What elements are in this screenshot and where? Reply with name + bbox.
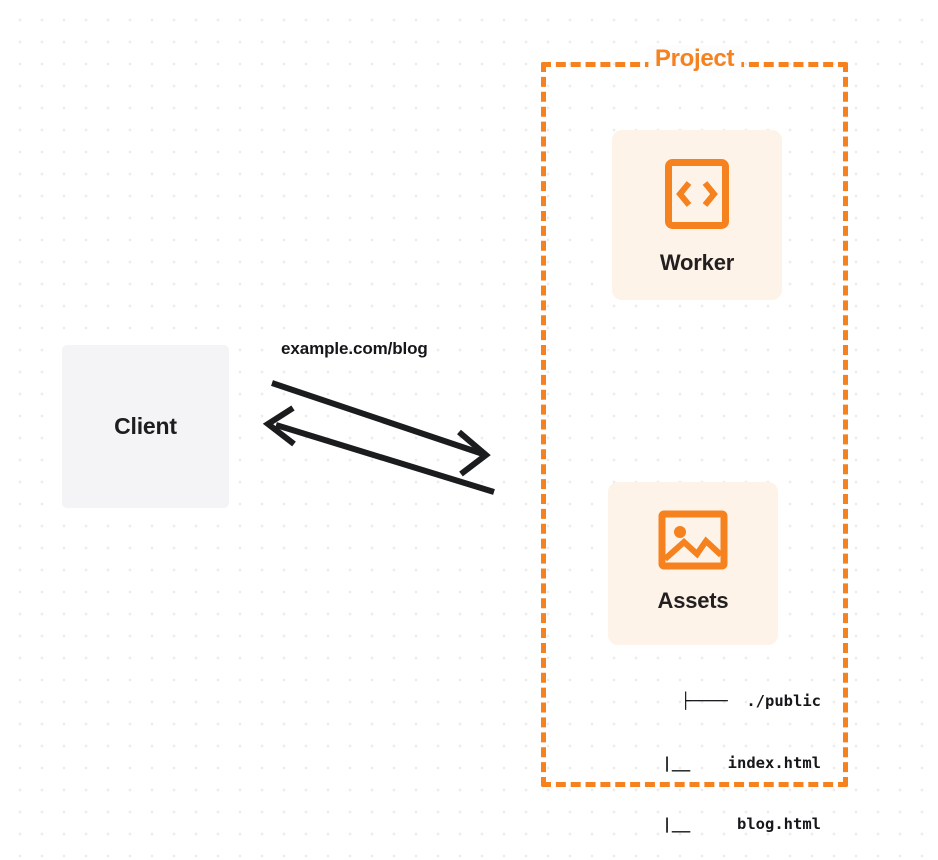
worker-node-label: Worker (659, 250, 735, 275)
code-brackets-icon (664, 158, 730, 230)
client-node-label: Client (114, 413, 177, 439)
response-arrow (262, 405, 495, 495)
assets-node[interactable]: Assets (608, 482, 778, 645)
image-picture-icon (658, 510, 728, 570)
asset-file-tree: ├──── ./public |__ index.html |__ blog.h… (581, 650, 821, 860)
assets-node-label: Assets (657, 588, 729, 613)
connection-label: example.com/blog (281, 339, 428, 358)
worker-node[interactable]: Worker (612, 130, 782, 300)
tree-line: |__ blog.html (662, 815, 821, 833)
tree-line: ├──── ./public (681, 692, 821, 710)
tree-line: |__ index.html (662, 753, 821, 772)
client-node[interactable]: Client (62, 345, 229, 508)
project-container: Project Worker Assets (541, 45, 848, 833)
request-arrow (271, 380, 491, 477)
project-title: Project (647, 45, 742, 73)
